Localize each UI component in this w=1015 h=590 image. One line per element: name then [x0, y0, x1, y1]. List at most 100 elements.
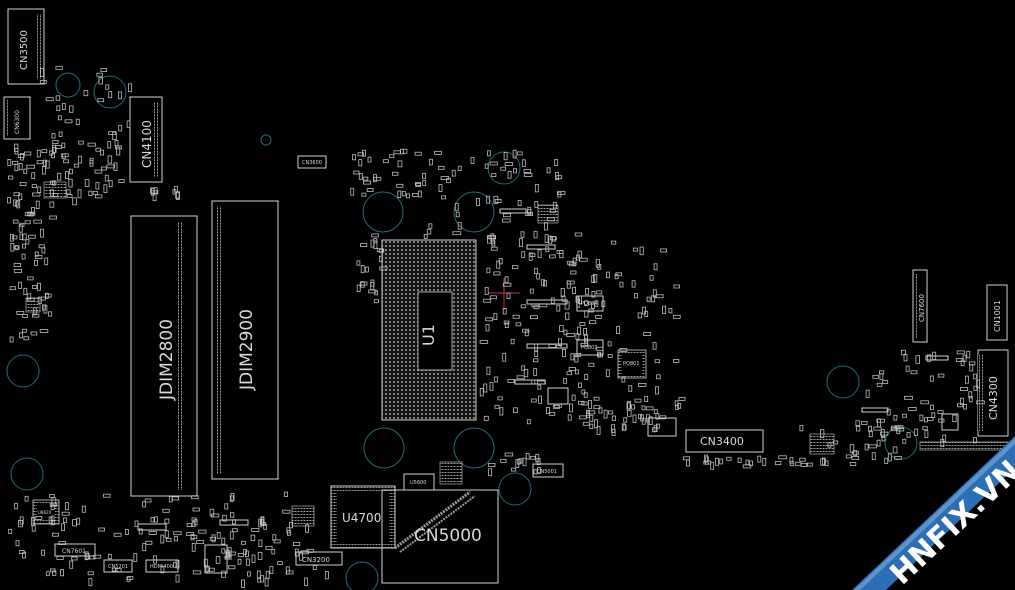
- passive-pad: [559, 250, 564, 259]
- passive-pad: [566, 371, 572, 376]
- passive-pad: [627, 409, 632, 417]
- passive-pad: [589, 320, 597, 325]
- passive-pad: [516, 375, 525, 380]
- passive-pad: [571, 394, 576, 401]
- cn4100-connector: CN4100: [129, 96, 163, 183]
- passive-pad: [881, 435, 886, 442]
- passive-pad: [44, 292, 49, 299]
- passive-pad: [34, 259, 38, 266]
- passive-pad: [65, 171, 69, 180]
- passive-pad: [864, 443, 869, 451]
- passive-pad: [507, 170, 512, 179]
- passive-pad: [639, 246, 644, 256]
- passive-pad: [19, 182, 27, 186]
- passive-pad: [88, 578, 93, 587]
- passive-pad: [10, 242, 15, 252]
- passive-pad: [49, 215, 58, 220]
- passive-pad: [61, 103, 66, 110]
- passive-pad: [653, 409, 658, 415]
- passive-pad: [224, 503, 229, 510]
- passive-pad: [546, 167, 551, 174]
- passive-pad: [976, 400, 985, 405]
- passive-pad: [526, 419, 531, 425]
- passive-pad: [522, 328, 530, 333]
- passive-pad: [737, 457, 742, 463]
- passive-pad: [229, 531, 234, 540]
- passive-pad: [150, 517, 155, 523]
- passive-pad: [579, 415, 587, 420]
- passive-pad: [77, 189, 82, 199]
- passive-pad: [186, 532, 195, 536]
- passive-pad: [95, 147, 101, 152]
- passive-pad: [72, 519, 77, 527]
- cn3600-connector: CN3600: [297, 155, 327, 169]
- passive-pad: [540, 279, 545, 286]
- passive-pad: [518, 458, 523, 464]
- passive-pad: [563, 378, 567, 384]
- passive-pad: [32, 192, 41, 197]
- passive-pad: [726, 456, 732, 461]
- passive-pad: [507, 378, 515, 383]
- passive-pad: [31, 172, 36, 180]
- passive-pad: [142, 501, 147, 508]
- passive-pad: [470, 157, 475, 164]
- passive-pad: [579, 322, 586, 326]
- passive-pad: [537, 380, 546, 385]
- passive-pad: [905, 365, 910, 372]
- passive-pad: [643, 332, 652, 336]
- passive-pad: [845, 454, 852, 459]
- passive-pad: [353, 170, 360, 175]
- passive-pad: [31, 524, 36, 532]
- passive-pad: [118, 179, 125, 183]
- passive-pad: [512, 314, 520, 319]
- passive-pad: [19, 332, 24, 339]
- passive-pad: [103, 493, 111, 498]
- u1-label: U1: [419, 324, 438, 346]
- passive-pad: [893, 414, 898, 421]
- passive-pad: [457, 165, 462, 171]
- passive-pad: [57, 115, 62, 121]
- passive-pad: [745, 459, 750, 466]
- passive-pad: [485, 324, 490, 332]
- passive-pad: [502, 218, 511, 223]
- passive-pad: [596, 426, 601, 435]
- passive-pad: [14, 143, 19, 153]
- passive-pad: [965, 375, 969, 384]
- passive-pad: [534, 351, 539, 357]
- passive-pad: [611, 415, 616, 421]
- passive-pad: [873, 426, 882, 431]
- passive-pad: [367, 156, 372, 163]
- passive-pad: [75, 118, 80, 125]
- passive-pad: [550, 297, 555, 304]
- passive-pad: [627, 400, 631, 409]
- passive-pad: [485, 317, 494, 322]
- passive-pad: [48, 311, 52, 317]
- passive-pad: [173, 531, 182, 536]
- passive-pad: [493, 313, 498, 321]
- passive-pad: [574, 352, 582, 357]
- passive-pad: [78, 140, 84, 145]
- passive-pad: [32, 307, 37, 316]
- passive-pad: [820, 429, 825, 438]
- passive-pad: [42, 165, 46, 175]
- u5600-chip: U5600: [403, 473, 435, 491]
- passive-pad: [865, 389, 870, 398]
- passive-pad: [513, 168, 517, 174]
- passive-pad: [18, 281, 23, 289]
- passive-pad: [556, 344, 562, 349]
- passive-pad: [271, 549, 276, 555]
- passive-pad: [269, 566, 274, 574]
- cn3200-connector: CN3200: [295, 551, 343, 566]
- cn4100-label: CN4100: [140, 120, 154, 168]
- passive-pad: [562, 348, 566, 358]
- passive-pad: [60, 569, 64, 577]
- passive-pad: [652, 427, 657, 433]
- passive-pad: [537, 249, 542, 258]
- passive-pad: [228, 551, 236, 556]
- passive-pad: [674, 400, 679, 406]
- passive-pad: [903, 353, 908, 362]
- u5600-label: U5600: [410, 480, 426, 486]
- cn1001-connector: CN1001: [986, 284, 1008, 341]
- passive-pad: [191, 495, 199, 500]
- passive-pad: [65, 502, 69, 511]
